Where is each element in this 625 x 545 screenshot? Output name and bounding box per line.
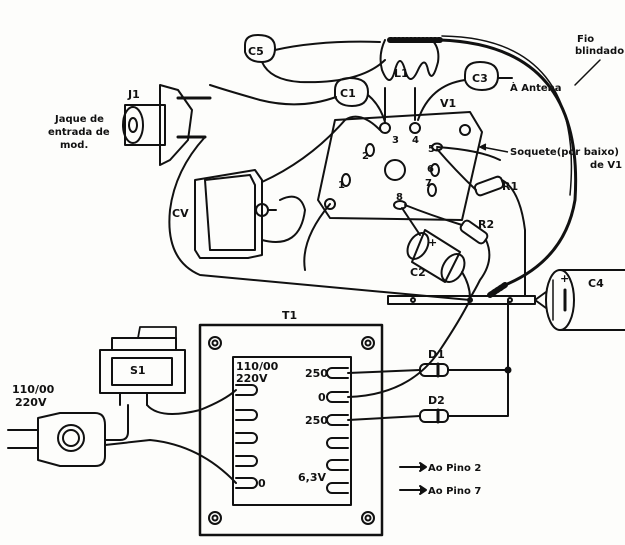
capacitor-c5 bbox=[244, 34, 386, 84]
variable-capacitor-cv bbox=[194, 115, 381, 259]
diode-d2 bbox=[419, 408, 449, 424]
label-mains-1: 110/00 bbox=[12, 383, 55, 396]
resistor-r1 bbox=[436, 148, 526, 297]
pin-label-3: 3 bbox=[392, 135, 399, 146]
coil-l1 bbox=[379, 39, 440, 121]
pin-label-4: 4 bbox=[412, 135, 419, 146]
capacitor-c3 bbox=[417, 61, 513, 121]
pin-label-5: 5 bbox=[428, 144, 435, 155]
label-c2: C2 bbox=[410, 266, 426, 279]
label-c1: C1 bbox=[340, 87, 356, 100]
label-sec-250a: 250 bbox=[305, 367, 328, 380]
label-pri-110: 110/00 bbox=[236, 360, 279, 373]
capacitor-c2 bbox=[401, 207, 471, 299]
label-pino2: Ao Pino 2 bbox=[428, 463, 481, 474]
pin-label-1: 1 bbox=[338, 180, 345, 191]
label-l1: L1 bbox=[394, 67, 409, 80]
capacitor-c4 bbox=[534, 269, 625, 331]
label-pri-0: 0 bbox=[258, 477, 266, 490]
label-pino7: Ao Pino 7 bbox=[428, 486, 481, 497]
labels: C5 L1 C1 C3 À Antena Fio blindado J1 Jaq… bbox=[12, 34, 624, 497]
capacitor-c1 bbox=[209, 77, 386, 123]
label-cv: CV bbox=[172, 207, 189, 220]
label-fio-blindado-1: Fio bbox=[577, 34, 594, 45]
jack-j1 bbox=[122, 84, 471, 301]
label-c3: C3 bbox=[472, 72, 488, 85]
label-jaque-2: entrada de bbox=[48, 127, 110, 138]
label-c4: C4 bbox=[588, 277, 604, 290]
label-jaque-1: Jaque de bbox=[54, 114, 104, 125]
shielded-cable bbox=[387, 35, 601, 298]
resistor-r2 bbox=[404, 204, 491, 299]
label-c5: C5 bbox=[248, 45, 264, 58]
valve-socket-v1 bbox=[317, 111, 483, 221]
label-antena: À Antena bbox=[510, 81, 562, 94]
label-fio-blindado-2: blindado bbox=[575, 46, 624, 57]
pin-label-2: 2 bbox=[362, 151, 369, 162]
label-r2: R2 bbox=[478, 218, 494, 231]
label-sec-250b: 250 bbox=[305, 414, 328, 427]
label-d1: D1 bbox=[428, 348, 445, 361]
pin-label-6: 6 bbox=[427, 164, 434, 175]
label-r1: R1 bbox=[502, 180, 518, 193]
label-d2: D2 bbox=[428, 394, 445, 407]
label-sec-0: 0 bbox=[318, 391, 326, 404]
label-c4-plus: + bbox=[560, 272, 569, 285]
label-soquete-1: Soquete(por baixo) bbox=[510, 147, 619, 158]
pin-label-8: 8 bbox=[396, 192, 403, 203]
label-j1: J1 bbox=[127, 88, 140, 101]
label-s1: S1 bbox=[130, 364, 146, 377]
switch-s1 bbox=[99, 326, 186, 406]
label-t1: T1 bbox=[282, 309, 297, 322]
transformer-t1 bbox=[198, 323, 384, 537]
label-v1: V1 bbox=[440, 97, 456, 110]
label-c2-plus: + bbox=[428, 236, 437, 249]
pin-label-7: 7 bbox=[425, 178, 432, 189]
label-soquete-2: de V1 bbox=[590, 160, 622, 171]
label-pri-220: 220V bbox=[236, 372, 268, 385]
label-jaque-3: mod. bbox=[60, 140, 88, 151]
label-mains-2: 220V bbox=[15, 396, 47, 409]
label-sec-63: 6,3V bbox=[298, 471, 326, 484]
mains-plug bbox=[7, 389, 237, 484]
